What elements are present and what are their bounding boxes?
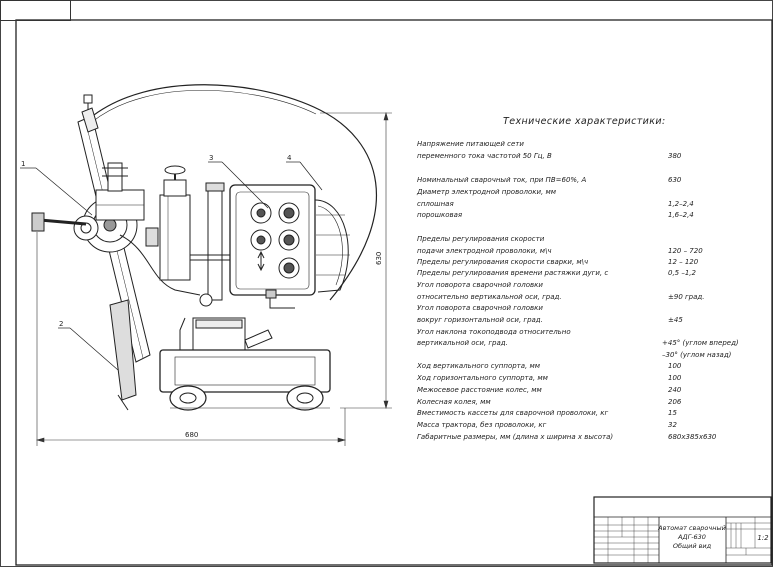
dimension-lines xyxy=(35,111,392,446)
spec-label: Номинальный сварочный ток, при ПВ=60%, А xyxy=(417,176,586,184)
spec-value: 0,5 –1,2 xyxy=(668,269,697,277)
title-block-name-3: Общий вид xyxy=(673,542,712,550)
spec-label: Диаметр электродной проволоки, мм xyxy=(416,188,557,196)
spec-label: Пределы регулирования скорости xyxy=(417,235,545,243)
callout-4: 4 xyxy=(287,154,292,162)
spec-label: вокруг горизонтальной оси, град. xyxy=(417,316,543,324)
inner-frame xyxy=(15,19,773,566)
callout-1: 1 xyxy=(21,160,25,168)
spec-value: 100 xyxy=(668,374,682,382)
height-dimension: 630 xyxy=(375,252,383,265)
title-block-name-2: АДГ-630 xyxy=(677,533,706,541)
width-dimension: 680 xyxy=(185,431,198,439)
specs-table: Напряжение питающей сети переменного тока… xyxy=(416,140,739,441)
callout-3: 3 xyxy=(209,154,213,162)
spec-label: относительно вертикальной оси, град. xyxy=(417,293,562,301)
spec-value: 380 xyxy=(668,152,682,160)
spec-value: 206 xyxy=(668,398,682,406)
spec-value: ±90 град. xyxy=(668,293,704,301)
spec-label: переменного тока частотой 50 Гц, В xyxy=(417,152,552,160)
spec-label: Колесная колея, мм xyxy=(417,398,491,406)
title-block-scale: 1:2 xyxy=(757,534,769,542)
spec-label: подачи электродной проволоки, м\ч xyxy=(417,247,552,255)
spec-label: сплошная xyxy=(417,200,454,208)
spec-value: 240 xyxy=(668,386,682,394)
specs-title: Технические характеристики: xyxy=(503,116,666,127)
spec-label: порошковая xyxy=(417,211,462,219)
spec-value: 630 xyxy=(668,176,682,184)
title-block xyxy=(593,496,772,564)
spec-label: Напряжение питающей сети xyxy=(417,140,524,148)
spec-label: вертикальной оси, град. xyxy=(417,339,508,347)
spec-label: Ход горизонтального суппорта, мм xyxy=(416,374,549,382)
spec-value: 100 xyxy=(668,362,682,370)
spec-value: ±45 xyxy=(668,316,683,324)
callout-leaders xyxy=(20,161,323,371)
machine-drawing xyxy=(31,84,377,411)
spec-value: 120 – 720 xyxy=(668,247,703,255)
spec-value: 32 xyxy=(668,421,677,429)
spec-value: –30° (углом назад) xyxy=(662,351,732,359)
spec-label: Габаритные размеры, мм (длина х ширина х… xyxy=(417,433,613,441)
spec-label: Вместимость кассеты для сварочной провол… xyxy=(417,409,608,417)
spec-label: Ход вертикального суппорта, мм xyxy=(416,362,541,370)
title-block-name-1: Автомат сварочный xyxy=(657,524,726,532)
spec-value: 680х385х630 xyxy=(668,433,717,441)
spec-label: Пределы регулирования времени растяжки д… xyxy=(417,269,608,277)
spec-label: Пределы регулирования скорости сварки, м… xyxy=(417,258,588,266)
spec-label: Угол поворота сварочной головки xyxy=(417,281,543,289)
spec-value: +45° (углом вперед) xyxy=(662,339,739,347)
spec-value: 1,2–2,4 xyxy=(668,200,694,208)
spec-label: Межосевое расстояние колес, мм xyxy=(417,386,543,394)
spec-value: 15 xyxy=(668,409,677,417)
spec-label: Угол наклона токоподвода относительно xyxy=(417,328,571,336)
callout-2: 2 xyxy=(59,320,63,328)
spec-label: Угол поворота сварочной головки xyxy=(417,304,543,312)
spec-label: Масса трактора, без проволоки, кг xyxy=(417,421,547,429)
code-box xyxy=(0,0,71,21)
spec-value: 12 – 120 xyxy=(668,258,699,266)
spec-value: 1,6–2,4 xyxy=(668,211,694,219)
